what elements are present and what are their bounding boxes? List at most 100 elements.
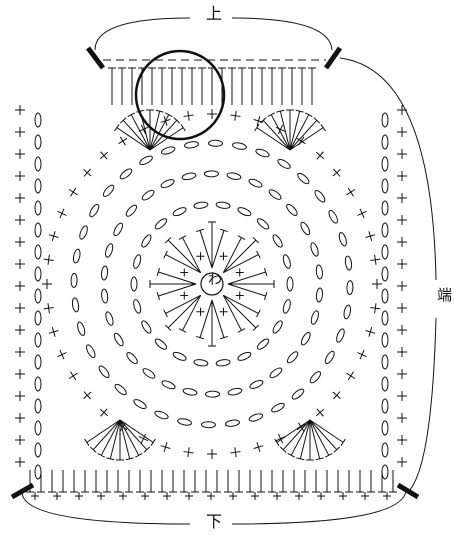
chain-stitch-symbol — [382, 223, 388, 237]
single-crochet-symbol — [347, 372, 355, 380]
dimension-lines — [22, 18, 436, 524]
single-crochet-symbol — [161, 442, 171, 452]
double-crochet-symbol — [288, 68, 296, 105]
double-crochet-symbol — [268, 113, 290, 150]
double-crochet-symbol — [310, 420, 324, 460]
double-crochet-symbol — [389, 470, 397, 492]
chain-stitch-symbol — [35, 355, 41, 369]
chain-stitch-symbol — [35, 223, 41, 237]
single-crochet-symbol — [69, 372, 77, 380]
chain-stitch-symbol — [85, 344, 97, 359]
chain-stitch-symbol — [226, 172, 241, 181]
double-crochet-symbol — [301, 470, 309, 492]
double-crochet-symbol — [258, 68, 266, 105]
chain-stitch-symbol — [112, 222, 124, 237]
double-crochet-symbol — [228, 280, 274, 288]
chain-stitch-symbol — [382, 245, 388, 259]
chain-stitch-symbol — [276, 158, 291, 170]
chain-stitch-symbol — [268, 188, 283, 201]
chain-stitch-symbol — [205, 391, 219, 397]
double-crochet-symbol — [125, 470, 133, 492]
double-crochet-symbol — [188, 68, 196, 105]
single-crochet-symbol — [316, 152, 324, 160]
single-crochet-symbol — [185, 492, 193, 500]
single-crochet-symbol — [397, 105, 407, 115]
single-crochet-symbol — [358, 350, 367, 359]
double-crochet-symbol — [165, 237, 200, 272]
double-crochet-symbol — [196, 229, 212, 268]
chain-stitch-symbol — [104, 243, 114, 258]
single-crochet-symbol — [15, 259, 25, 269]
single-crochet-symbol — [316, 409, 324, 417]
double-crochet-symbol — [268, 68, 276, 105]
single-crochet-symbol — [317, 492, 325, 500]
single-crochet-symbol — [397, 391, 407, 401]
chain-stitch-symbol — [256, 217, 271, 231]
double-crochet-symbol — [208, 68, 216, 105]
double-crochet-symbol — [128, 68, 136, 105]
single-crochet-symbol — [15, 105, 25, 115]
chain-stitch-symbol — [125, 351, 139, 365]
single-crochet-symbol — [15, 369, 25, 379]
single-crochet-symbol — [207, 109, 217, 119]
chain-stitch-symbol — [35, 465, 41, 479]
single-crochet-symbol — [180, 269, 188, 277]
single-crochet-symbol — [75, 492, 83, 500]
double-crochet-symbol — [356, 470, 364, 492]
double-crochet-symbol — [308, 68, 316, 105]
double-crochet-symbol — [118, 68, 126, 105]
single-crochet-symbol — [163, 492, 171, 500]
chain-stitch-symbol — [201, 422, 215, 428]
chain-stitch-symbol — [101, 266, 108, 281]
single-crochet-symbol — [53, 492, 61, 500]
double-crochet-symbol — [157, 284, 196, 300]
single-crochet-symbol — [397, 303, 407, 313]
chain-stitch-symbol — [184, 141, 199, 149]
single-crochet-symbol — [15, 149, 25, 159]
single-crochet-symbol — [15, 171, 25, 181]
single-crochet-symbol — [15, 215, 25, 225]
chain-stitch-symbol — [270, 402, 285, 414]
chain-stitch-symbol — [35, 267, 41, 281]
chain-stitch-symbol — [35, 289, 41, 303]
double-crochet-symbol — [198, 68, 206, 105]
double-crochet-symbol — [323, 470, 331, 492]
chain-stitch-symbol — [249, 379, 264, 390]
single-crochet-symbol — [397, 369, 407, 379]
single-crochet-symbol — [15, 457, 25, 467]
chain-stitch-symbol — [310, 242, 320, 257]
chain-stitch-symbol — [299, 221, 311, 236]
chain-stitch-symbol — [132, 299, 142, 314]
single-crochet-symbol — [231, 447, 241, 457]
chain-stitch-symbol — [248, 178, 263, 189]
single-crochet-symbol — [397, 127, 407, 137]
chain-stitch-symbol — [71, 273, 77, 287]
chain-stitch-symbol — [132, 254, 142, 269]
double-crochet-symbol — [288, 420, 310, 457]
chain-stitch-symbol — [119, 167, 134, 180]
double-crochet-symbol — [238, 68, 246, 105]
single-crochet-symbol — [49, 231, 59, 241]
chain-stitch-symbol — [35, 333, 41, 347]
single-crochet-symbol — [119, 137, 127, 145]
chain-stitch-symbol — [282, 299, 292, 314]
double-crochet-symbol — [278, 68, 286, 105]
double-crochet-symbol — [180, 470, 188, 492]
double-crochet-symbol — [212, 300, 228, 339]
chain-stitch-symbol — [216, 201, 231, 209]
double-crochet-symbol — [228, 68, 236, 105]
single-crochet-symbol — [15, 281, 25, 291]
double-crochet-symbol — [106, 420, 120, 460]
single-crochet-symbol — [197, 308, 205, 316]
single-crochet-symbol — [333, 169, 341, 177]
single-crochet-symbol — [49, 327, 59, 337]
single-crochet-symbol — [366, 327, 376, 337]
chain-stitch-symbol — [237, 206, 252, 217]
chain-stitch-symbol — [286, 350, 300, 364]
chain-stitch-symbol — [140, 233, 153, 248]
chain-stitch-symbol — [382, 311, 388, 325]
double-crochet-symbol — [334, 470, 342, 492]
double-crochet-symbol — [367, 470, 375, 492]
chain-stitch-symbol — [35, 245, 41, 259]
chain-stitch-symbol — [316, 288, 323, 303]
